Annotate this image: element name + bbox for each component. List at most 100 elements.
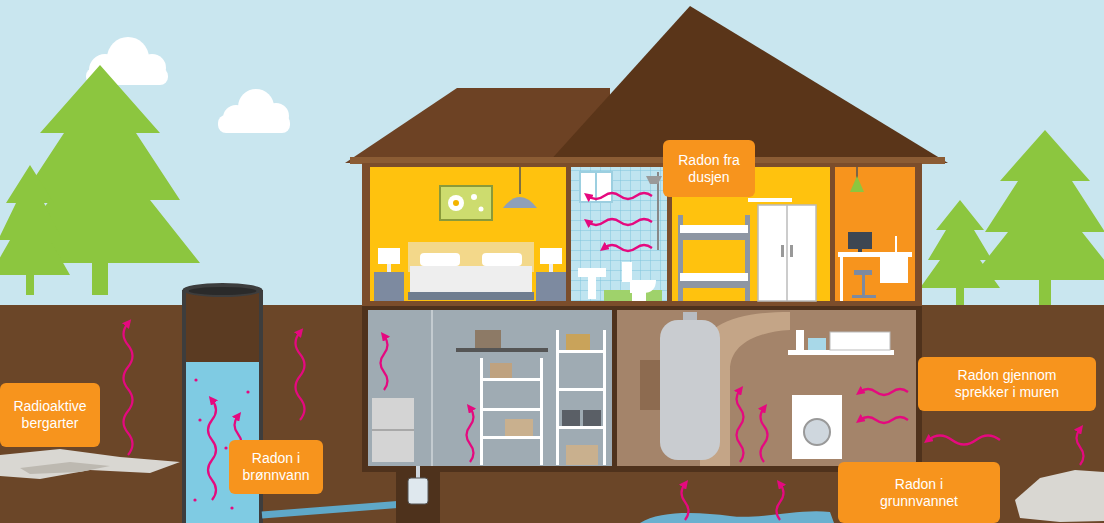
detergent [808,338,826,350]
roof-trim [350,157,945,164]
shelf [480,436,543,439]
paint-can [583,410,601,426]
radon-arrow [761,408,768,462]
nightstand [374,272,404,301]
handle [781,245,784,257]
wall-shelf [456,348,548,352]
rock-layer [0,449,180,479]
bathroom [571,167,667,301]
monitor [848,232,872,249]
pipe-box [640,360,660,410]
bed-base [408,292,534,300]
radon-arrow [124,323,133,455]
label-box: Radioaktive bergarter [0,383,100,447]
bedroom [370,167,566,301]
ground [0,305,1104,523]
radon-arrow [588,193,652,199]
radon-arrow [737,390,744,462]
radon-arrow [604,245,652,251]
mattress [680,273,748,281]
wardrobe-door [786,205,788,301]
well-wall [182,290,186,523]
pillow [420,253,460,266]
office-furniture [838,167,912,301]
kids-room-furniture [678,198,816,301]
box [490,363,512,378]
box [475,330,501,348]
sky [0,0,1104,310]
cabinet-drawer [372,429,414,431]
radon-arrow [928,436,1000,445]
water-heater [660,320,720,460]
picture [440,186,492,220]
house-wall [362,163,922,308]
toilet-bowl [630,280,656,293]
desk [838,252,912,257]
ceiling-light [748,198,792,202]
label-text: Radon i brønnvann [237,450,315,484]
pump [408,478,428,504]
label-box: Radon gjennom sprekker i muren [918,357,1096,411]
flower [479,207,484,212]
laundry-room [617,310,916,466]
drawers [880,257,908,283]
label-text: Radon gjennom sprekker i muren [945,367,1070,401]
label-box: Radon i grunnvannet [838,462,1000,523]
radon-arrow [588,219,652,225]
chair-stem [862,275,865,295]
shelf [556,388,606,391]
radon-arrow [1077,429,1084,465]
cabinet [372,398,414,462]
bunk-frame [678,281,750,288]
tree [0,165,70,295]
well-rim [183,283,263,297]
shelf-post [480,358,483,465]
radon-arrow [381,336,388,390]
mattress [680,225,748,233]
bedroom-furniture [374,167,566,301]
desk-lamp [895,236,897,252]
chair-seat [854,270,872,275]
paint-can [562,410,580,426]
label-box: Radon i brønnvann [229,440,323,494]
pendant-lamp [850,176,864,192]
shower-head [646,176,662,184]
radon-arrow [467,408,474,462]
nightstand [536,272,566,301]
toilet-tank [622,262,632,282]
radon-arrow [860,389,908,395]
flower-centre [453,200,459,206]
handle [790,245,793,257]
lamp-stem [387,264,391,272]
radon-dot [193,498,196,501]
radon-dot [230,506,233,509]
label-text: Radioaktive bergarter [8,398,92,432]
radon-arrow [296,332,305,420]
bottle [796,330,804,350]
lamp-cord [519,167,521,194]
pendant-lamp [503,197,537,208]
bunk-frame [678,233,750,240]
water-pipe [262,504,404,515]
blanket [410,266,532,292]
trees [0,65,1104,305]
bathroom-fittings [578,172,662,301]
toolbox [566,334,590,350]
window [580,172,612,202]
tree [920,200,1000,305]
sink [578,268,606,277]
radon-dot [194,378,197,381]
radon-arrow [682,484,689,520]
box [505,419,533,436]
window-bar [595,172,597,202]
label-box: Radon fra dusjen [663,140,755,197]
radon-arrow [208,400,216,500]
office [835,167,915,301]
well-opening [189,287,257,295]
storage-furniture [372,330,606,465]
washing-machine [792,395,842,459]
shelf [480,378,543,381]
shelf [788,350,894,355]
